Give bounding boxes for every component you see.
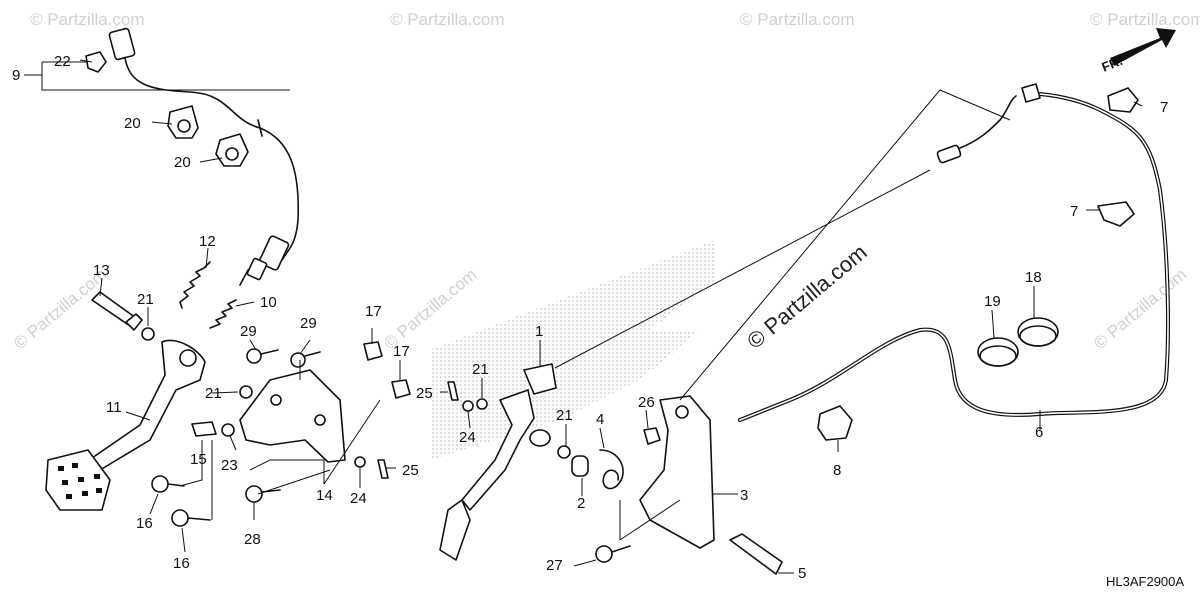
callout-21-b: 21 xyxy=(205,385,222,402)
callout-12: 12 xyxy=(199,233,216,250)
nut-21-c xyxy=(476,398,488,410)
accelerator-return-spring xyxy=(599,449,624,490)
callouts: 1 2 3 4 5 6 7 7 8 9 10 11 12 13 14 15 16… xyxy=(12,53,1168,582)
shading xyxy=(430,240,715,460)
bolt-29-left xyxy=(246,348,279,364)
callout-24-right: 24 xyxy=(459,429,476,446)
callout-21-d: 21 xyxy=(556,407,573,424)
washer-24-right xyxy=(462,400,474,412)
watermark: © Partzilla.com xyxy=(390,10,505,29)
diagram-code: HL3AF2900A xyxy=(1106,574,1184,589)
callout-7-lower: 7 xyxy=(1070,203,1078,220)
callout-4: 4 xyxy=(596,411,604,428)
washer-21 xyxy=(141,327,155,341)
washer-24-left xyxy=(354,456,366,468)
callout-5: 5 xyxy=(798,565,806,582)
nut-17-lower xyxy=(391,379,411,399)
callout-10: 10 xyxy=(260,294,277,311)
nut-17-upper xyxy=(363,341,383,361)
accelerator-pedal xyxy=(439,363,557,561)
watermark-main: © Partzilla.com xyxy=(742,239,872,353)
brake-pedal-bracket xyxy=(239,369,346,463)
callout-1: 1 xyxy=(535,323,543,340)
callout-28: 28 xyxy=(244,531,261,548)
callout-17-upper: 17 xyxy=(365,303,382,320)
callout-19: 19 xyxy=(984,293,1001,310)
callout-17-lower: 17 xyxy=(393,343,410,360)
callout-24-left: 24 xyxy=(350,490,367,507)
direction-label: FR. xyxy=(1100,53,1125,75)
callout-29-right: 29 xyxy=(300,315,317,332)
accelerator-bracket xyxy=(639,395,715,549)
bolt-29-right xyxy=(290,351,321,368)
callout-13: 13 xyxy=(93,262,110,279)
callout-25-upper: 25 xyxy=(416,385,433,402)
callout-11: 11 xyxy=(106,399,122,416)
stopper-bolt-5 xyxy=(729,533,783,575)
flange-bolt-lower xyxy=(171,509,211,527)
callout-2: 2 xyxy=(577,495,585,512)
watermark: © Partzilla.com xyxy=(1090,265,1190,353)
callout-20-upper: 20 xyxy=(124,115,141,132)
throttle-cable xyxy=(738,83,1170,422)
brake-pedal xyxy=(45,339,206,511)
watermark: © Partzilla.com xyxy=(30,10,145,29)
nut-23 xyxy=(221,423,235,437)
leader-lines xyxy=(24,59,1143,574)
brake-return-spring xyxy=(179,261,211,309)
watermark: © Partzilla.com xyxy=(1090,10,1200,29)
callout-29-left: 29 xyxy=(240,323,257,340)
cable-clamp-lower xyxy=(1097,201,1135,227)
callout-21-a: 21 xyxy=(137,291,154,308)
front-direction-arrow: FR. xyxy=(1100,28,1176,75)
watermark: © Partzilla.com xyxy=(740,10,855,29)
cable-clamp-upper xyxy=(1107,87,1139,113)
bolt-26 xyxy=(643,427,661,445)
cable-band-18 xyxy=(1017,317,1059,347)
brake-switch-harness xyxy=(85,27,300,286)
pedal-pivot-bolt xyxy=(91,291,143,331)
callout-25-lower: 25 xyxy=(402,462,419,479)
cable-band-19 xyxy=(977,337,1019,367)
callout-23: 23 xyxy=(221,457,238,474)
bushing-2 xyxy=(571,455,589,477)
nut-21-b xyxy=(239,385,253,399)
harness-clip-upper xyxy=(167,105,199,139)
callout-20-lower: 20 xyxy=(174,154,191,171)
callout-27: 27 xyxy=(546,557,563,574)
callout-8: 8 xyxy=(833,462,841,479)
callout-9: 9 xyxy=(12,67,20,84)
flange-bolt-upper xyxy=(151,475,185,493)
callout-22: 22 xyxy=(54,53,71,70)
callout-7-upper: 7 xyxy=(1160,99,1168,116)
callout-3: 3 xyxy=(740,487,748,504)
callout-26: 26 xyxy=(638,394,655,411)
switch-spring xyxy=(209,299,237,329)
cable-clamp-8 xyxy=(817,405,853,441)
callout-18: 18 xyxy=(1025,269,1042,286)
callout-16-lower: 16 xyxy=(173,555,190,572)
bolt-27 xyxy=(595,545,631,563)
clevis-clip xyxy=(191,421,217,437)
callout-16-upper: 16 xyxy=(136,515,153,532)
pin-25-lower xyxy=(377,459,389,479)
pin-25-upper xyxy=(447,381,459,401)
nut-21-d xyxy=(557,445,571,459)
callout-6: 6 xyxy=(1035,424,1043,441)
callout-15: 15 xyxy=(190,451,207,468)
callout-21-c: 21 xyxy=(472,361,489,378)
callout-14: 14 xyxy=(316,487,333,504)
harness-clip-lower xyxy=(215,133,249,167)
